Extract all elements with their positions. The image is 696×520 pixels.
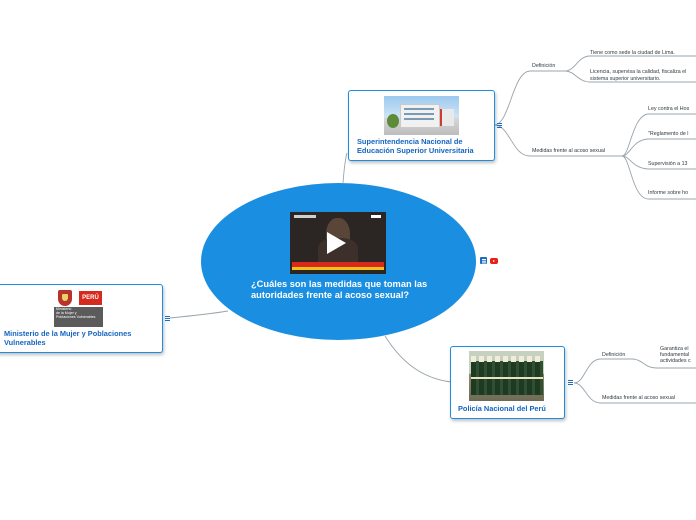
- pnp-officers-image: [469, 351, 544, 401]
- pnp-definicion-line-3[interactable]: actividades c: [660, 358, 691, 364]
- sunedu-medidas-label[interactable]: Medidas frente al acoso sexual: [532, 148, 606, 154]
- connector-pnp-medidas: [573, 382, 601, 404]
- connector-definicion-item-2: [564, 70, 591, 83]
- video-banner-strip: [292, 267, 384, 270]
- pnp-definicion-line-2[interactable]: fundamental: [660, 352, 690, 358]
- sunedu-definicion-label[interactable]: Definición: [532, 63, 556, 69]
- connector-definicion-item-1: [564, 55, 591, 72]
- sunedu-medidas-item-3[interactable]: Supervisión a 13: [648, 161, 688, 167]
- pnp-title: Policía Nacional del Perú: [458, 404, 546, 413]
- connector-medidas-1: [621, 113, 649, 157]
- sunedu-definicion-item-2[interactable]: Licencia, supervisa la calidad, fiscaliz…: [590, 69, 687, 82]
- video-title-strip: [294, 215, 316, 218]
- central-topic-title: ¿Cuáles son las medidas que toman las au…: [251, 279, 428, 300]
- peru-shield-icon: [58, 290, 72, 306]
- video-thumbnail[interactable]: [290, 212, 386, 274]
- mimp-title: Ministerio de la Mujer y Poblaciones Vul…: [4, 329, 132, 347]
- menu-icon[interactable]: [165, 316, 170, 321]
- sunedu-medidas-item-1[interactable]: Ley contra el Hos: [648, 106, 690, 112]
- pnp-medidas-label[interactable]: Medidas frente al acoso sexual: [602, 395, 676, 401]
- sunedu-building-image: [384, 96, 459, 135]
- play-icon[interactable]: [327, 232, 346, 254]
- sunedu-medidas-item-2[interactable]: "Reglamento de l: [648, 131, 689, 137]
- connector-central-sunedu: [342, 152, 348, 184]
- pnp-definicion-label[interactable]: Definición: [602, 352, 626, 358]
- pnp-definicion-line-1[interactable]: Garantiza el: [660, 346, 689, 352]
- connector-sunedu-definicion: [493, 70, 531, 126]
- video-banner: [292, 262, 384, 267]
- mimp-logo-image: PERÚ Ministerio de la Mujer y Poblacione…: [54, 289, 103, 327]
- sunedu-medidas-item-4[interactable]: Informe sobre ho: [648, 190, 689, 196]
- menu-icon[interactable]: [568, 380, 573, 385]
- sunedu-title: Superintendencia Nacional de Educación S…: [357, 137, 474, 155]
- connector-sunedu-medidas: [493, 124, 531, 157]
- connector-pnp-definicion: [573, 358, 601, 384]
- menu-icon[interactable]: [497, 123, 502, 128]
- connector-central-mimp: [169, 310, 229, 319]
- channel-logo: [371, 215, 381, 218]
- note-icon[interactable]: [480, 257, 487, 264]
- youtube-icon[interactable]: [490, 258, 498, 264]
- sunedu-definicion-item-1[interactable]: Tiene como sede la ciudad de Lima.: [590, 50, 675, 56]
- connector-central-pnp: [384, 335, 452, 383]
